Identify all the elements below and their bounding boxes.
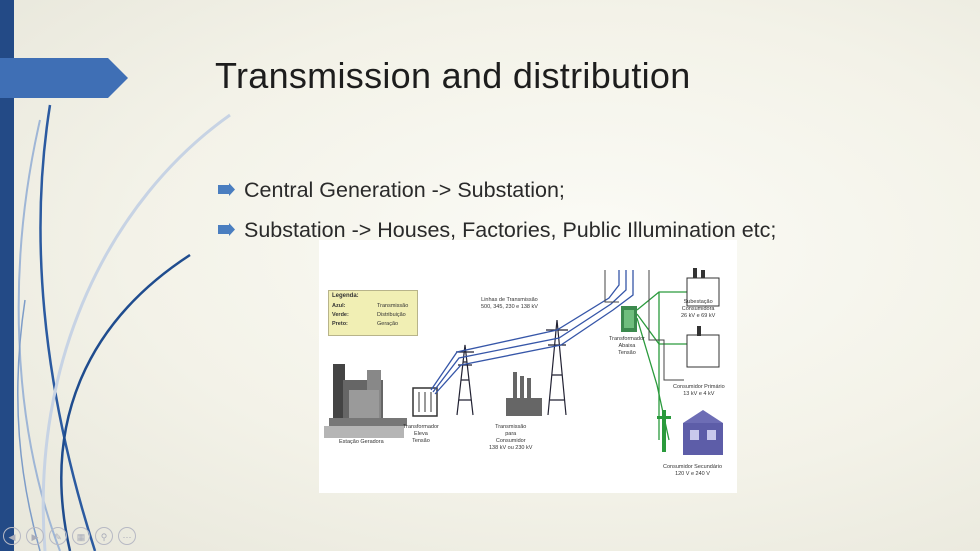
legend-title: Legenda: xyxy=(332,293,359,299)
back-icon[interactable]: ◀ xyxy=(3,527,21,545)
label-substation: Subestação Consumidora 26 kV e 69 kV xyxy=(681,299,716,319)
power-grid-diagram: Legenda: Azul:Transmissão Verde:Distribu… xyxy=(319,240,737,493)
bullet-text: Central Generation -> Substation; xyxy=(244,178,565,202)
arrow-bullet-icon xyxy=(218,183,235,196)
title-arrow xyxy=(0,58,128,98)
label-transmission-lines: Linhas de Transmissão 500, 345, 230 e 13… xyxy=(481,297,538,310)
legend-item: Verde:Distribuição xyxy=(332,312,406,318)
label-step-up-transformer: Transformador Eleva Tensão xyxy=(403,424,439,444)
diagram-drawing xyxy=(324,268,723,455)
bullet-text: Substation -> Houses, Factories, Public … xyxy=(244,218,777,242)
bullet-list: Central Generation -> Substation; Substa… xyxy=(218,175,776,255)
legend-item: Azul:Transmissão xyxy=(332,303,409,309)
play-icon[interactable]: ▶ xyxy=(26,527,44,545)
label-transmission-consumer: Transmissão para Consumidor 138 kV ou 23… xyxy=(489,424,533,451)
label-step-down-transformer: Transformador Abaixa Tensão xyxy=(609,336,645,356)
bullet-item: Substation -> Houses, Factories, Public … xyxy=(218,215,776,255)
label-secondary-consumer: Consumidor Secundário 120 V e 240 V xyxy=(663,464,723,477)
slide-title: Transmission and distribution xyxy=(215,55,691,96)
bullet-item: Central Generation -> Substation; xyxy=(218,175,776,215)
left-accent-bar xyxy=(0,0,14,551)
decorative-curves xyxy=(17,104,231,551)
slides-icon[interactable]: ▦ xyxy=(72,527,90,545)
label-primary-consumer: Consumidor Primário 13 kV e 4 kV xyxy=(673,384,725,397)
slideshow-toolbar: ◀ ▶ ✎ ▦ ⚲ ⋯ xyxy=(3,527,141,547)
legend-item: Preto:Geração xyxy=(332,321,399,327)
label-generating-station: Estação Geradora xyxy=(339,439,384,445)
diagram-legend: Legenda: Azul:Transmissão Verde:Distribu… xyxy=(328,290,418,336)
pen-icon[interactable]: ✎ xyxy=(49,527,67,545)
zoom-icon[interactable]: ⚲ xyxy=(95,527,113,545)
more-icon[interactable]: ⋯ xyxy=(118,527,136,545)
arrow-bullet-icon xyxy=(218,223,235,236)
